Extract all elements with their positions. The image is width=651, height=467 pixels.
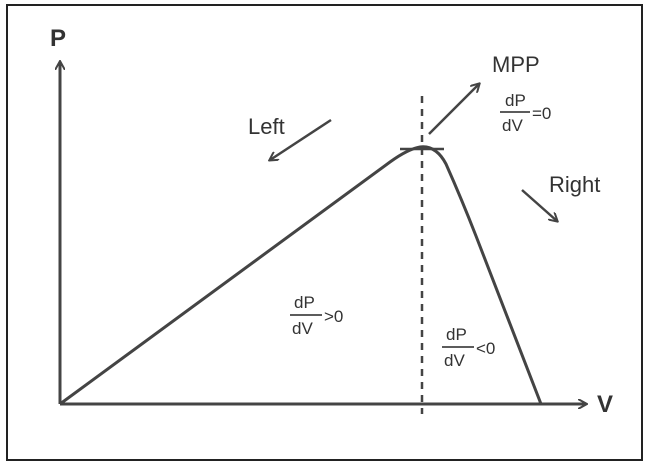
left-condition-denominator: dV	[292, 319, 313, 338]
mpp-label: MPP	[492, 52, 540, 77]
right-condition-numerator: dP	[446, 325, 467, 344]
left-condition-numerator: dP	[294, 293, 315, 312]
right-condition: dP dV <0	[442, 325, 495, 370]
left-arrow	[270, 118, 332, 160]
y-axis-label: P	[50, 25, 66, 52]
left-condition-relation: >0	[324, 307, 343, 326]
right-arrow	[521, 189, 557, 221]
right-condition-denominator: dV	[444, 351, 465, 370]
mpp-condition-numerator: dP	[505, 91, 526, 110]
pv-curve	[59, 145, 543, 406]
right-condition-relation: <0	[476, 339, 495, 358]
mpp-condition-relation: =0	[532, 104, 551, 123]
mpp-arrow	[428, 84, 479, 135]
right-label: Right	[549, 172, 600, 197]
left-label: Left	[248, 114, 285, 139]
mpp-condition: dP dV =0	[500, 91, 551, 135]
left-condition: dP dV >0	[290, 293, 343, 338]
mpp-condition-denominator: dV	[502, 116, 523, 135]
x-axis-label: V	[597, 391, 613, 418]
diagram-frame	[6, 4, 643, 461]
